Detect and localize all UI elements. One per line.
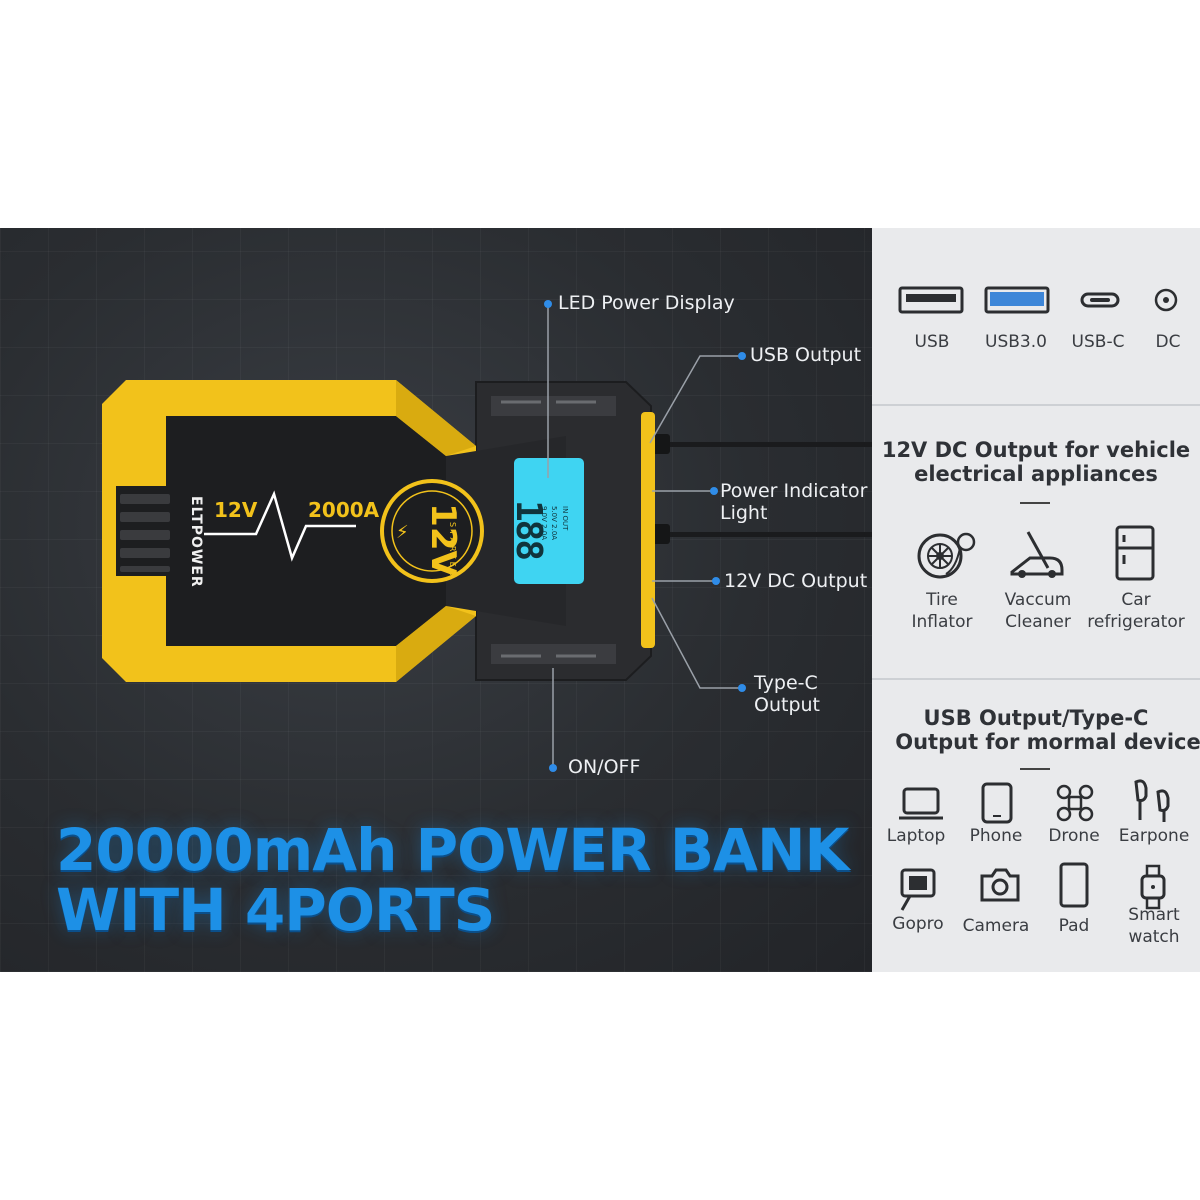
lcd-digits: 188 [508,500,549,560]
jump-starter-device [102,380,655,682]
callout-dot-led [544,300,552,308]
port-label-usbc: USB-C [1071,332,1125,352]
dev-earphone: Earpone [1118,826,1190,846]
divider-2 [872,678,1200,680]
usb-c-port-icon [1080,292,1120,308]
divider-1 [872,404,1200,406]
callout-led-display: LED Power Display [558,292,735,314]
dc-section-title-2: electrical appliances [914,462,1158,486]
usb3-port-icon [984,286,1050,314]
callout-typec-2: Output [754,694,820,716]
port-label-usb3: USB3.0 [985,332,1047,352]
callout-power-indicator-1: Power Indicator [720,480,868,502]
callout-dot-usb [738,352,746,360]
dev-fridge-1: Car [1121,590,1151,610]
laptop-icon [899,787,943,820]
port-label-usb: USB [914,332,950,352]
dc-section-title-1: 12V DC Output for vehicle [881,438,1191,462]
callout-power-indicator-2: Light [720,502,768,524]
headline-line2: WITH 4PORTS [56,876,495,944]
dev-vacuum-1: Vaccum [1004,590,1072,610]
headline-line1: 20000mAh POWER BANK [56,816,849,884]
dev-laptop: Laptop [886,826,946,846]
dev-fridge-2: refrigerator [1087,612,1185,632]
drone-icon [1056,784,1094,822]
lcd-line2: 9.0V 2.0A [540,506,548,541]
callout-dot-indicator [710,487,718,495]
dev-smartwatch-1: Smart [1128,905,1180,925]
dev-phone: Phone [969,826,1023,846]
phone-icon [981,782,1013,824]
gopro-icon [900,868,936,911]
dev-pad: Pad [1058,916,1090,936]
port-label-dc: DC [1155,332,1181,352]
usb-section-title-1: USB Output/Type-C [923,706,1149,730]
callout-dc-output: 12V DC Output [724,570,868,592]
usb-section-rule [1020,768,1050,770]
dc-port-icon [1154,288,1178,312]
dev-tire-inflator-1: Tire [926,590,958,610]
dev-vacuum-2: Cleaner [1005,612,1071,632]
dc-section-rule [1020,502,1050,504]
product-showcase-panel: ELTPOWER 12V 2000A 12V ⚡ STARTER 188 IN … [0,228,872,972]
lcd-in-out: IN OUT [561,506,569,531]
tire-inflator-icon [917,532,976,579]
current-label: 2000A [308,498,380,522]
tablet-icon [1059,862,1089,908]
dev-drone: Drone [1048,826,1100,846]
callout-usb-output: USB Output [750,344,862,366]
smartwatch-icon [1140,864,1166,910]
callout-dot-onoff [549,764,557,772]
callout-typec-1: Type-C [754,672,818,694]
brand-label: ELTPOWER [188,496,204,588]
earphone-icon [1134,779,1170,822]
voltage-label: 12V [214,498,258,522]
callout-dot-dc [712,577,720,585]
callout-lines [547,304,740,768]
dev-gopro: Gopro [892,914,944,934]
camera-icon [980,868,1020,902]
callout-dot-typec [738,684,746,692]
badge-text: STARTER [448,522,457,579]
lightning-icon: ⚡ [396,522,409,543]
vacuum-cleaner-icon [1010,531,1064,578]
callout-on-off: ON/OFF [568,756,641,778]
lcd-line1: 5.0V 2.0A [550,506,558,541]
dev-camera: Camera [962,916,1030,936]
dev-tire-inflator-2: Inflator [911,612,973,632]
port-info-panel: USB USB3.0 USB-C DC 12V DC Output for ve… [872,228,1200,972]
usb-port-icon [898,286,964,314]
usb-section-title-2: Output for mormal device [895,730,1200,754]
dev-smartwatch-2: watch [1128,927,1180,947]
car-refrigerator-icon [1115,525,1155,581]
